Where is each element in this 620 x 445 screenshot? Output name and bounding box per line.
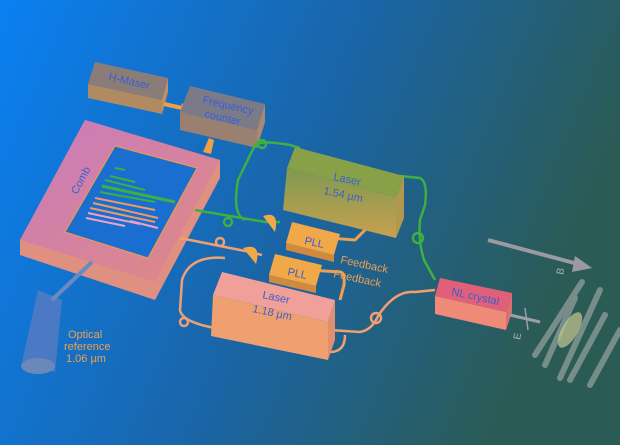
output-beam <box>509 313 541 324</box>
e-field-arrow <box>524 307 529 331</box>
laser-118-label-1: Laser <box>261 289 291 307</box>
optical-reference-label-1: Optical <box>68 329 102 341</box>
laser-154-box: Laser 1.54 µm <box>283 147 404 238</box>
comb-box: Comb <box>20 120 220 300</box>
comb-to-counter-arrow <box>203 138 214 154</box>
comb-spectrum-lines <box>85 167 176 229</box>
photodetector-top-icon <box>263 214 277 232</box>
laser-118-box: Laser 1.18 µm <box>211 272 335 360</box>
optical-reference-label-3: 1.06 µm <box>66 353 106 365</box>
photodetector-bottom-icon <box>243 246 258 264</box>
optical-reference-label-2: reference <box>64 341 110 353</box>
frequency-counter-box: Frequency counter <box>180 86 265 148</box>
ion-trap-electrodes <box>532 279 620 388</box>
pll-bottom-box: PLL <box>269 254 322 293</box>
b-field-arrowhead-icon <box>572 256 592 272</box>
laser-154-label-1: Laser <box>332 171 362 189</box>
h-maser-box: H-Maser <box>88 62 168 114</box>
pll-bottom-label: PLL <box>286 266 308 282</box>
b-field-label: B <box>555 267 567 276</box>
nl-crystal-box: NL crystal <box>435 278 512 330</box>
pll-top-label: PLL <box>303 235 325 251</box>
optical-reference: Optical reference 1.06 µm <box>21 260 110 374</box>
e-field-label: E <box>512 332 524 341</box>
pll-top-box: PLL <box>286 222 340 262</box>
ion-cloud <box>557 312 583 348</box>
maser-to-counter-arrow <box>163 102 183 110</box>
b-field-arrow <box>487 238 579 266</box>
